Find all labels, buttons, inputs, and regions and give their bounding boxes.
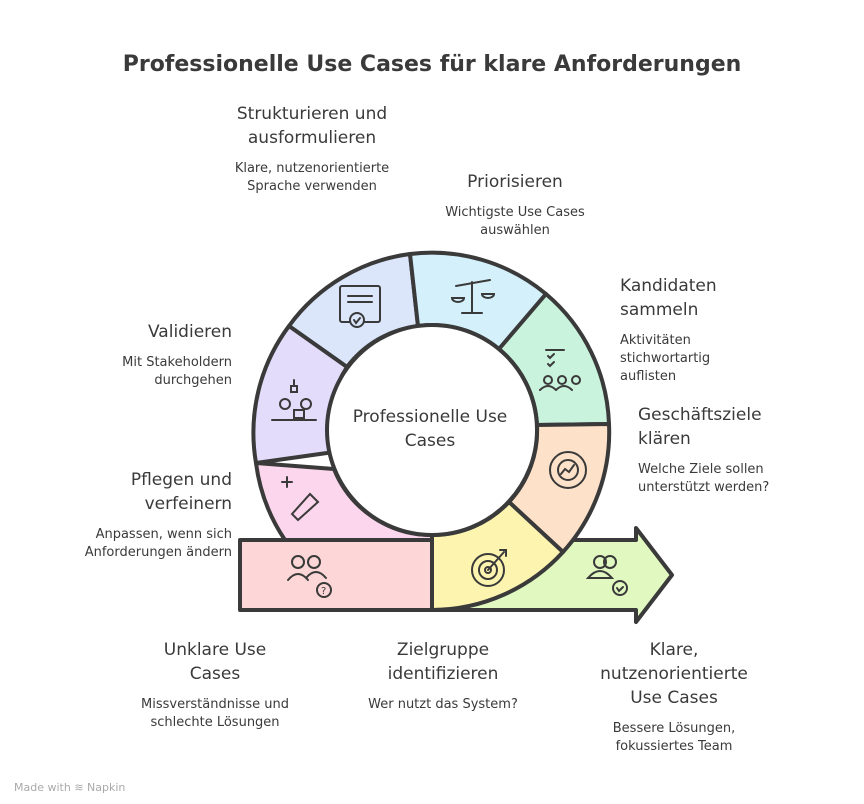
- footer-attribution: Made with ≋ Napkin: [14, 781, 125, 794]
- checklist-team-icon: [539, 349, 581, 391]
- brand-text: Napkin: [87, 781, 126, 794]
- pen-plus-icon: [281, 476, 320, 522]
- segment-unclear-box: [238, 538, 434, 612]
- gear-chart-icon: [549, 451, 587, 489]
- certificate-check-icon: [339, 285, 381, 328]
- center-line2: Cases: [404, 431, 456, 451]
- svg-text:?: ?: [321, 586, 326, 597]
- target-arrow-icon: [471, 549, 507, 587]
- balance-scale-icon: [450, 279, 496, 314]
- users-question-icon: ?: [287, 555, 332, 598]
- made-with-text: Made with: [14, 781, 71, 794]
- center-line1: Professionelle Use: [352, 407, 508, 427]
- meeting-icon: [271, 379, 317, 421]
- center-circle: [325, 323, 539, 537]
- users-check-icon: [585, 555, 628, 596]
- diagram-title: Professionelle Use Cases für klare Anfor…: [122, 52, 742, 77]
- napkin-logo-icon: ≋: [74, 781, 84, 794]
